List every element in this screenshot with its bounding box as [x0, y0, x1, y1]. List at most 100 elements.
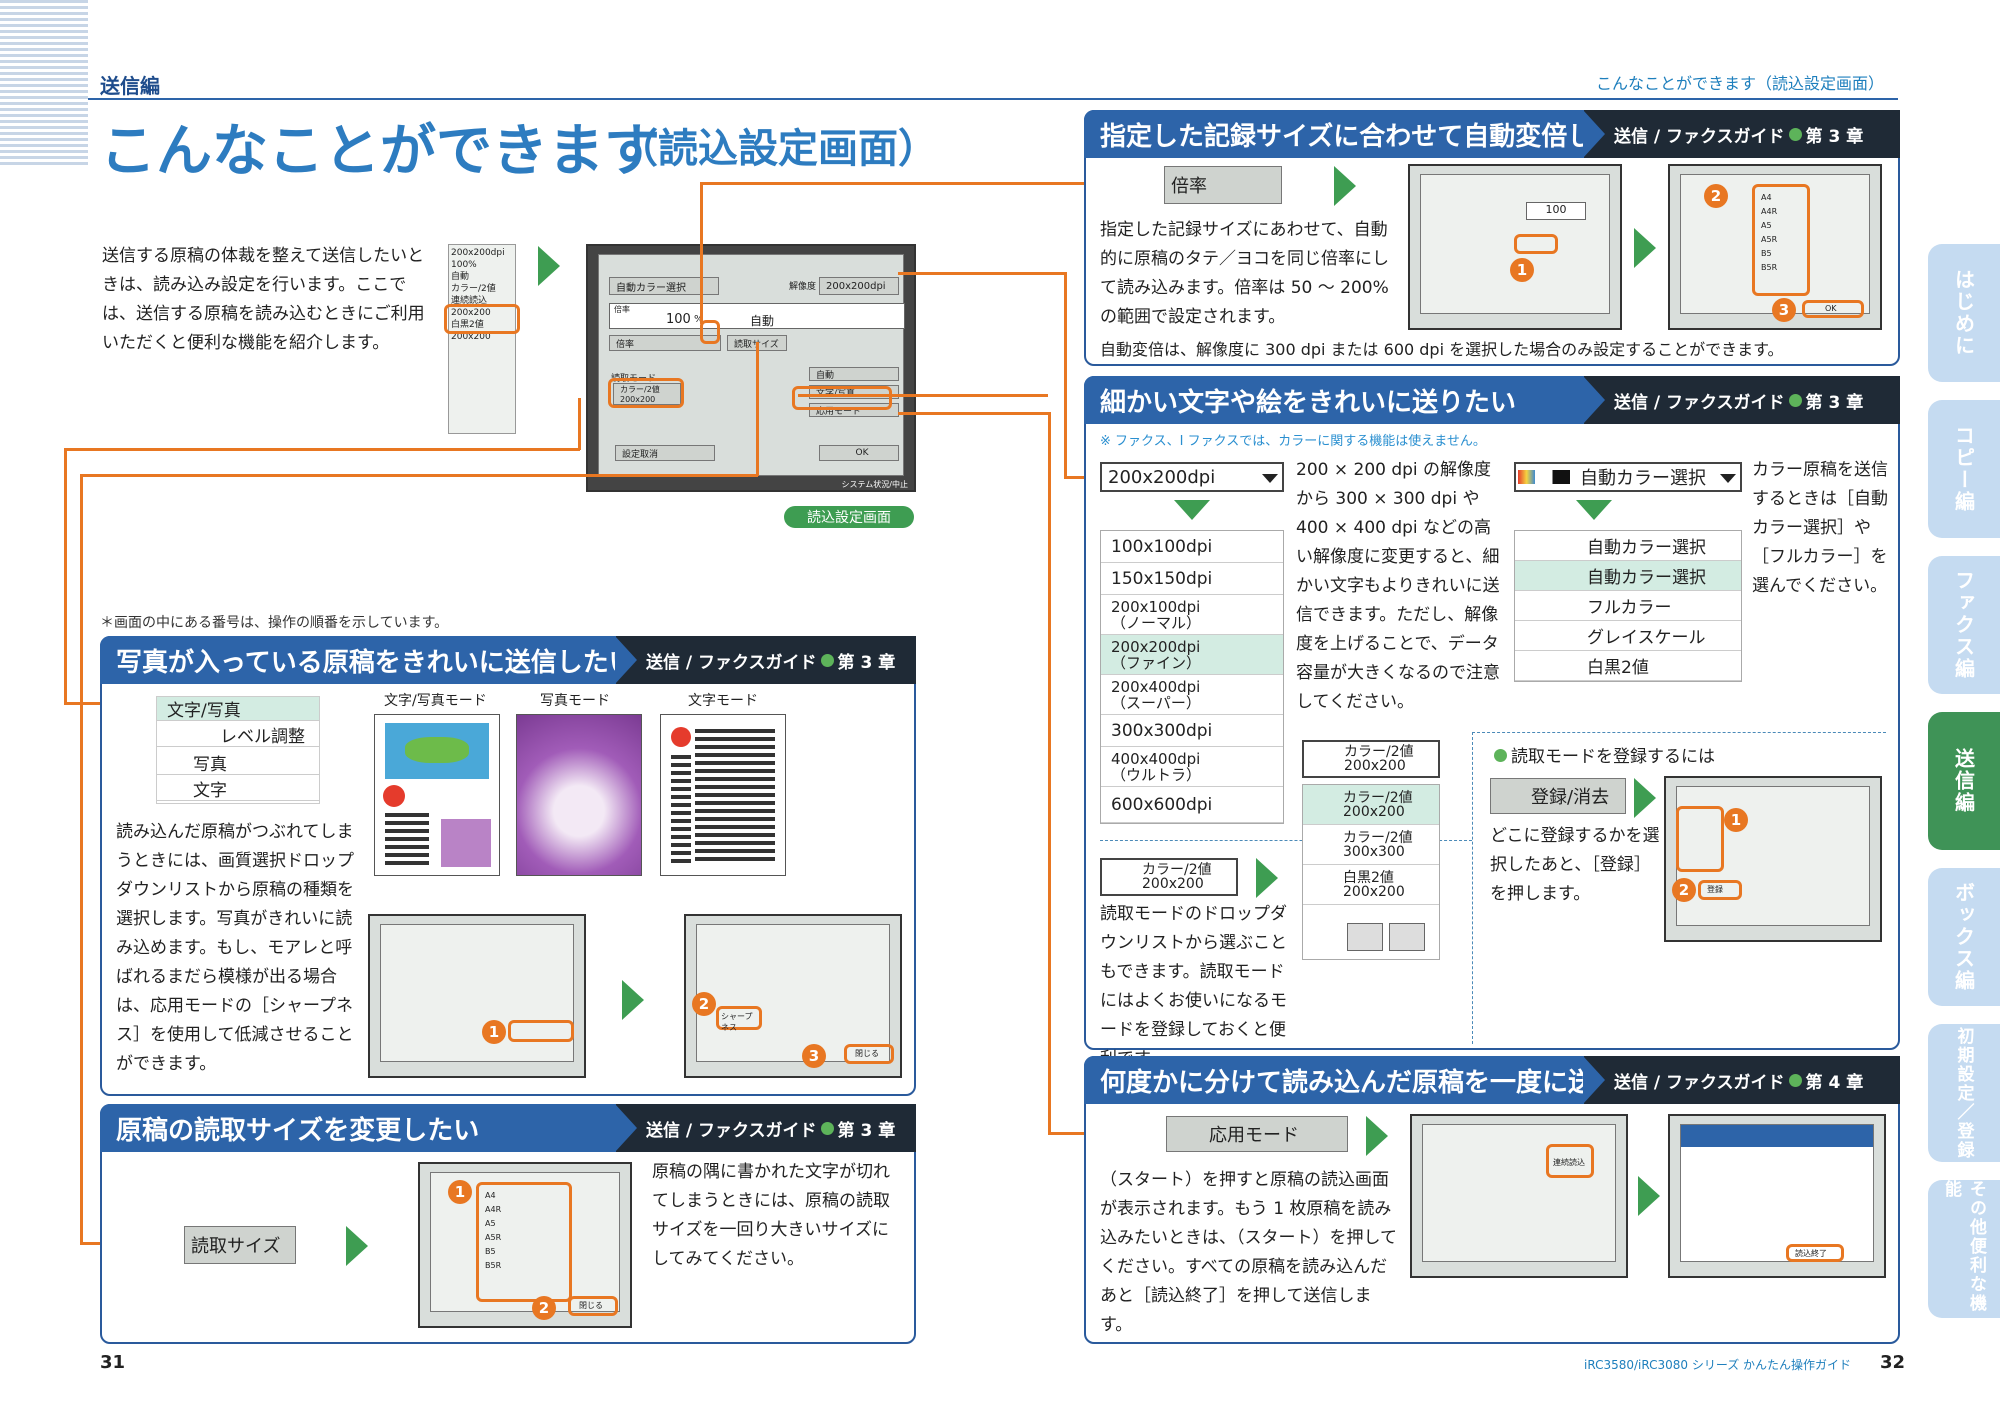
tab-intro[interactable]: はじめに: [1928, 244, 2000, 382]
mode-highlight: [608, 378, 684, 408]
color-auto-2[interactable]: 自動カラー選択: [1515, 561, 1741, 591]
fine-footnote: ※ ファクス、I ファクスでは、カラーに関する機能は使えません。: [1100, 434, 1486, 449]
divider: [1100, 840, 1472, 841]
connector-adv-v: [1048, 412, 1051, 1134]
register-button[interactable]: 登録/消去: [1490, 778, 1626, 814]
quality-item-photo[interactable]: 写真: [157, 751, 319, 775]
res-200x200[interactable]: 200x200dpi （ファイン）: [1101, 635, 1283, 675]
paw-icon: [383, 785, 405, 807]
connector-ratio-v: [700, 182, 703, 324]
tab-box[interactable]: ボックス編: [1928, 868, 2000, 1006]
scroll-down-button[interactable]: [1347, 923, 1383, 951]
step-3: 3: [802, 1044, 826, 1068]
photo-step-screen-1: 1: [368, 914, 586, 1078]
register-highlight: 登録: [1698, 880, 1742, 900]
res-200x400[interactable]: 200x400dpi （スーパー）: [1101, 675, 1283, 715]
ok-highlight: OK: [1802, 300, 1864, 318]
page-number-left: 31: [100, 1352, 126, 1373]
resolution-dropdown[interactable]: 200x200dpi: [1100, 462, 1284, 492]
quality-item-level[interactable]: レベル調整: [157, 723, 319, 747]
quality-item-text-photo[interactable]: 文字/写真: [157, 697, 319, 721]
connector-ratio-h: [700, 182, 1102, 185]
ratio-button[interactable]: 倍率: [609, 335, 721, 351]
color-bw[interactable]: 白黒2値: [1515, 651, 1741, 681]
read-mode-dropdown-small[interactable]: カラー/2値 200x200: [1100, 858, 1238, 896]
arrow-down-icon: [1576, 500, 1612, 520]
arrow-right-icon: [1638, 1176, 1660, 1216]
step-2: 2: [1672, 878, 1696, 902]
mode-text: 読取モードのドロップダウンリストから選ぶこともできます。読取モードにはよくお使い…: [1100, 904, 1287, 1069]
color-auto-1[interactable]: 自動カラー選択: [1515, 531, 1741, 561]
step-1: 1: [1510, 258, 1534, 282]
color-list: 自動カラー選択 自動カラー選択 フルカラー グレイスケール 白黒2値: [1514, 530, 1742, 682]
chevron-down-icon: [1262, 474, 1278, 483]
color-gray[interactable]: グレイスケール: [1515, 621, 1741, 651]
tab-copy[interactable]: コピー編: [1928, 400, 2000, 538]
read-mode-dropdown[interactable]: カラー/2値 200x200: [1302, 740, 1440, 778]
mode-label-photo: 写真モード: [540, 693, 610, 709]
step-3: 3: [1772, 298, 1796, 322]
scan-size-button[interactable]: 読取サイズ: [184, 1226, 296, 1264]
auto-ratio-header: 指定した記録サイズに合わせて自動変倍したい 送信 / ファクスガイド第 3 章: [1084, 110, 1900, 158]
ok-button[interactable]: OK: [819, 445, 899, 461]
intro-text: 送信する原稿の体裁を整えて送信したいときは、読み込み設定を行います。ここでは、送…: [102, 246, 425, 353]
fine-title: 細かい文字や絵をきれいに送りたい: [1100, 387, 1517, 418]
guide-ref: 送信 / ファクスガイド第 3 章: [1583, 376, 1900, 424]
res-400[interactable]: 400x400dpi （ウルトラ）: [1101, 747, 1283, 787]
connector-size-h1: [80, 474, 758, 477]
mode-item-3[interactable]: 白黒2値 200x200: [1303, 865, 1439, 905]
res-150[interactable]: 150x150dpi: [1101, 563, 1283, 595]
register-screen: 1 登録 2: [1664, 776, 1882, 942]
density-control[interactable]: 自動: [809, 367, 899, 381]
mode-item-1[interactable]: カラー/2値 200x200: [1303, 785, 1439, 825]
advanced-mode-button[interactable]: 応用モード: [1166, 1116, 1348, 1152]
screen-caption: 読込設定画面: [784, 506, 914, 528]
divider-v: [1472, 732, 1473, 1044]
connector-mode-v1: [578, 398, 581, 450]
step-2: 2: [692, 992, 716, 1016]
tab-other[interactable]: その他便利な機能: [1928, 1180, 2000, 1318]
arrow-right-icon: [1334, 166, 1356, 206]
guide-ref: 送信 / ファクスガイド第 3 章: [1583, 110, 1900, 158]
res-200x100[interactable]: 200x100dpi （ノーマル）: [1101, 595, 1283, 635]
header-rule: [88, 98, 1898, 100]
scan-size-text: 原稿の隅に書かれた文字が切れてしまうときには、原稿の読取サイズを一回り大きいサイ…: [652, 1162, 890, 1269]
photo-section-header: 写真が入っている原稿をきれいに送信したい 送信 / ファクスガイド第 3 章: [100, 636, 916, 684]
divider: [1472, 732, 1886, 733]
arrow-right-icon: [538, 246, 560, 286]
page-subtitle: （読込設定画面）: [618, 126, 938, 172]
step-1: 1: [1724, 808, 1748, 832]
small-menu-highlight: [444, 304, 520, 334]
color-select-dropdown[interactable]: 自動カラー選択: [609, 277, 719, 295]
tab-send[interactable]: 送信編: [1928, 712, 2000, 850]
step-1: 1: [482, 1020, 506, 1044]
read-mode-dropdown[interactable]: カラー/2値 200x200: [613, 383, 681, 405]
res-300[interactable]: 300x300dpi: [1101, 715, 1283, 747]
res-600[interactable]: 600x600dpi: [1101, 787, 1283, 823]
fine-section-header: 細かい文字や絵をきれいに送りたい 送信 / ファクスガイド第 3 章: [1084, 376, 1900, 424]
connector-res-v: [1064, 272, 1067, 478]
connector-mode-h1: [64, 448, 580, 451]
color-full[interactable]: フルカラー: [1515, 591, 1741, 621]
close-highlight: 閉じる: [568, 1296, 618, 1316]
resolution-text: 200 × 200 dpi の解像度から 300 × 300 dpi や 400…: [1296, 460, 1500, 712]
tab-settings[interactable]: 初期設定／登録: [1928, 1024, 2000, 1162]
res-100[interactable]: 100x100dpi: [1101, 531, 1283, 563]
arrow-right-icon: [1256, 858, 1278, 898]
resolution-dropdown[interactable]: 200x200dpi: [819, 277, 899, 295]
scan-size-title: 原稿の読取サイズを変更したい: [116, 1115, 480, 1146]
auto-ratio-text: 指定した記録サイズにあわせて、自動的に原稿のタテ／ヨコを同じ倍率にして読み込みま…: [1100, 220, 1389, 327]
tab-fax[interactable]: ファクス編: [1928, 556, 2000, 694]
mode-item-2[interactable]: カラー/2値 300x300: [1303, 825, 1439, 865]
connector-adv-h0: [798, 394, 1048, 397]
photo-step-screen-2: シャープネス 2 閉じる 3: [684, 914, 902, 1078]
register-heading: 読取モードを登録するには: [1494, 742, 1715, 767]
advanced-mode-button[interactable]: 応用モード: [809, 403, 899, 417]
cancel-settings-button[interactable]: 設定取消: [615, 445, 715, 461]
ratio-button[interactable]: 倍率: [1164, 166, 1282, 204]
read-mode-list: カラー/2値 200x200 カラー/2値 300x300 白黒2値 200x2…: [1302, 784, 1440, 960]
scroll-up-button[interactable]: [1389, 923, 1425, 951]
quality-item-text[interactable]: 文字: [157, 777, 319, 801]
